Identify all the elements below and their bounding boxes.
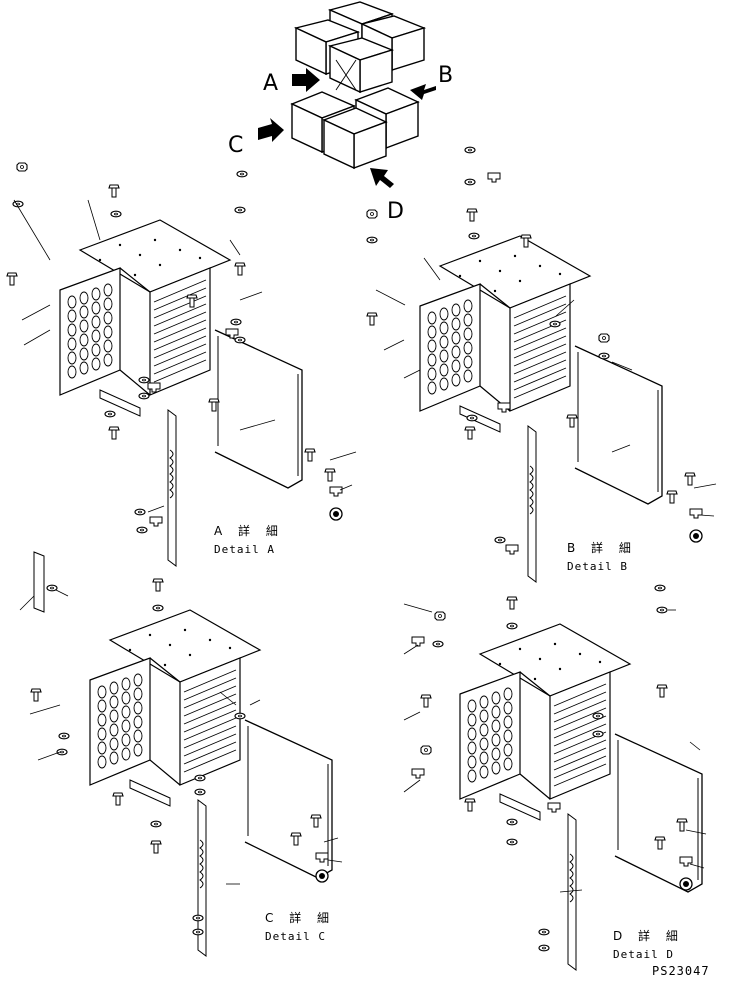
detail-d-caption-en: Detail D [613,948,674,961]
detail-c-caption-jp: C 詳 細 [265,910,335,925]
view-label-c: C [228,133,243,158]
view-label-d: D [387,199,404,224]
detail-b-drawing [419,235,663,583]
detail-d-caption-jp: D 詳 細 [613,928,684,943]
detail-d-leaders [403,603,707,893]
detail-a-leaders [13,199,357,513]
view-label-b: B [438,63,453,88]
detail-b-caption-en: Detail B [567,560,628,573]
detail-c-drawing [89,609,333,957]
arrow-c-icon [258,118,284,142]
detail-a-caption-en: Detail A [214,543,275,556]
overview-cubes [290,1,427,170]
detail-b-caption-jp: B 詳 細 [567,540,637,555]
detail-c-hardware [30,551,329,936]
drawing-code: PS23047 [652,964,710,978]
detail-c-caption-en: Detail C [265,930,326,943]
detail-a-caption-jp: A 詳 細 [214,523,284,538]
detail-a-drawing [59,219,303,567]
arrow-a-icon [292,68,320,92]
detail-c-leaders [19,589,343,885]
detail-b-leaders [375,257,717,517]
detail-d-drawing [459,623,703,971]
arrow-d-icon [370,168,394,188]
view-label-a: A [263,71,278,96]
arrow-b-icon [410,84,436,100]
